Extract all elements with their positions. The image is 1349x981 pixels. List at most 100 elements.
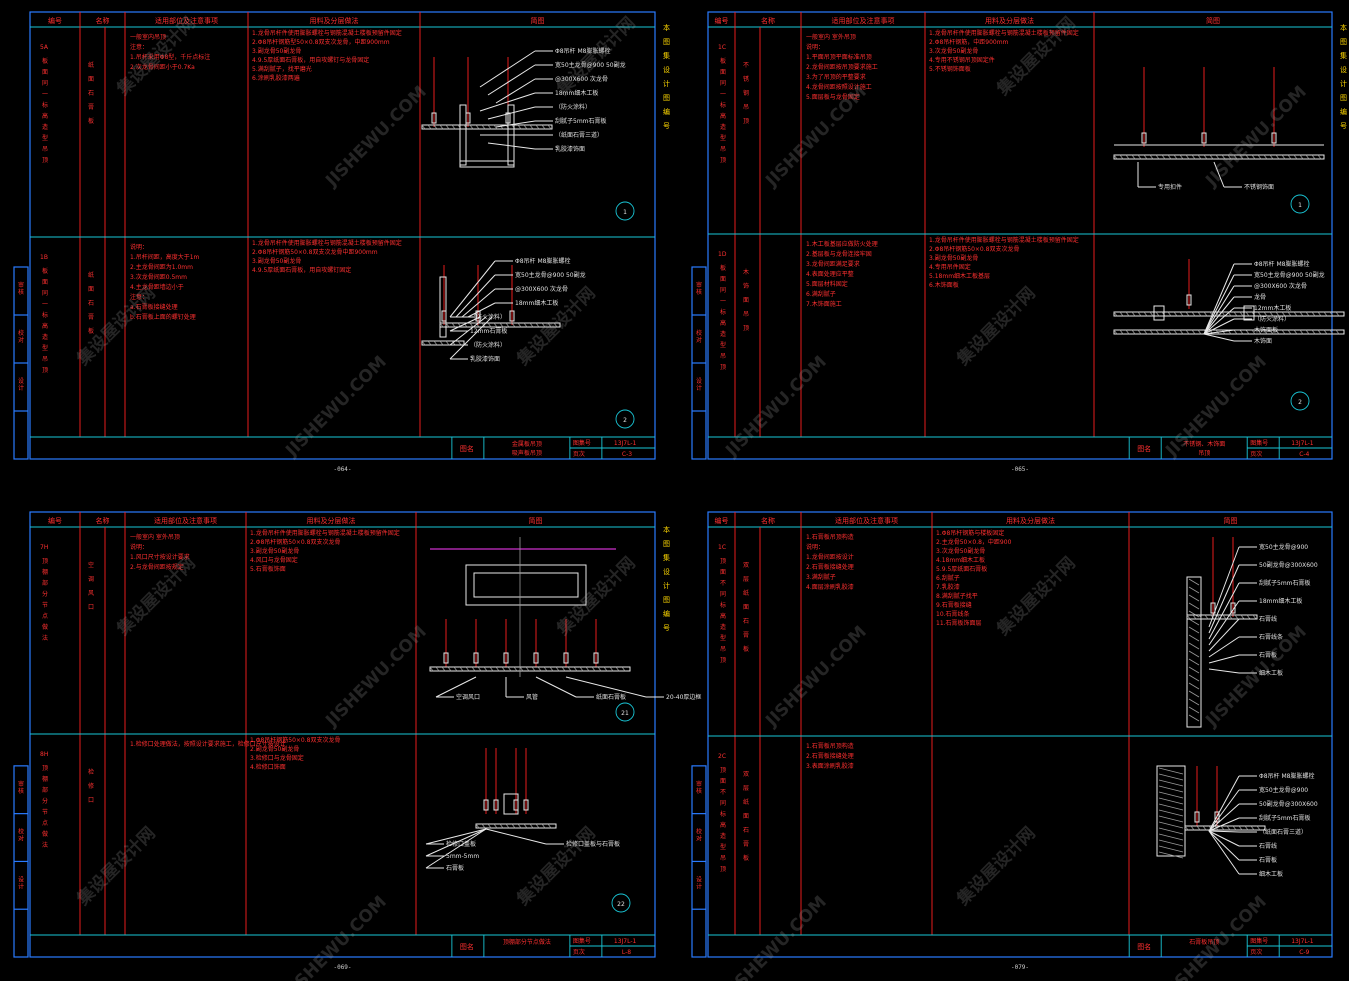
sheet-frame bbox=[707, 11, 1333, 460]
vertical-char: 设 bbox=[18, 875, 24, 883]
row-note: 1.龙骨间距按设计 bbox=[806, 553, 854, 561]
wall-hatch bbox=[1188, 594, 1200, 602]
board-hatch bbox=[1244, 825, 1249, 831]
vertical-char: 面 bbox=[720, 69, 726, 76]
wall-hatch bbox=[1158, 845, 1184, 853]
board-hatch bbox=[1299, 154, 1304, 160]
row-layer: 11.石膏板饰面层 bbox=[936, 619, 982, 627]
board-hatch bbox=[1281, 329, 1286, 335]
board-hatch bbox=[1149, 329, 1154, 335]
leader-line bbox=[1203, 333, 1235, 342]
vertical-char: 审 bbox=[696, 281, 702, 289]
board-hatch bbox=[481, 124, 486, 130]
vertical-char: 面 bbox=[88, 286, 94, 293]
title-label: 图名 bbox=[1137, 444, 1151, 453]
wall-hatch bbox=[1158, 791, 1184, 799]
row-layer: 3.副龙骨50副龙骨 bbox=[250, 547, 299, 555]
row-layer: 2.Φ8吊杆钢筋型50×0.8双支次龙骨，中距900mm bbox=[252, 38, 390, 46]
board-hatch bbox=[1197, 329, 1202, 335]
leader-line bbox=[1208, 564, 1240, 634]
vertical-char: 风 bbox=[88, 590, 94, 597]
board-hatch bbox=[1299, 329, 1304, 335]
vertical-char: 高 bbox=[720, 319, 726, 327]
wall-hatch bbox=[1158, 785, 1184, 793]
stamp-label: 校对 bbox=[18, 828, 24, 843]
vertical-char: 造 bbox=[720, 330, 726, 338]
watermark-text: 集设屋设计网 bbox=[552, 13, 640, 101]
vertical-char: 锈 bbox=[743, 75, 749, 83]
row-name: 检修口 bbox=[88, 768, 94, 804]
hanger-clip bbox=[503, 652, 509, 664]
vertical-char: 高 bbox=[720, 821, 726, 829]
header-cell: 简图 bbox=[1206, 16, 1220, 25]
board-hatch bbox=[441, 666, 446, 672]
vertical-char: 吊 bbox=[720, 855, 726, 862]
watermark-text: JISHEWU.COM bbox=[281, 352, 390, 461]
row-note: 5.面层板与龙骨固定 bbox=[806, 93, 860, 101]
board-hatch bbox=[1143, 311, 1148, 317]
header-cell: 适用部位及注意事项 bbox=[835, 516, 898, 525]
atlas-label: 图集号 bbox=[573, 439, 591, 447]
vertical-char: 计 bbox=[663, 79, 670, 88]
board-hatch bbox=[445, 322, 450, 328]
clip bbox=[1153, 305, 1165, 321]
board-hatch bbox=[487, 124, 492, 130]
leader-line bbox=[455, 274, 496, 318]
watermark-text: JISHEWU.COM bbox=[761, 622, 870, 731]
vertical-char: 板 bbox=[720, 57, 726, 65]
vertical-char: 节 bbox=[42, 808, 48, 816]
board-hatch bbox=[1257, 311, 1262, 317]
wall-hatch bbox=[1188, 666, 1200, 674]
leader-line bbox=[1208, 830, 1240, 833]
board-hatch bbox=[453, 666, 458, 672]
leader-label: 50副龙骨@300X600 bbox=[1259, 800, 1318, 808]
board-hatch bbox=[1190, 825, 1195, 831]
leader-line bbox=[425, 828, 487, 869]
board-hatch bbox=[1250, 825, 1255, 831]
vertical-char: 不 bbox=[720, 789, 726, 796]
row-note: 说明： bbox=[806, 43, 824, 51]
vertical-char: 校 bbox=[696, 828, 702, 836]
row-layer: 4.专用吊件固定 bbox=[929, 263, 971, 271]
detail-number-circle bbox=[615, 201, 635, 221]
hanger-clip bbox=[1271, 132, 1277, 144]
leader-label: 5mm-5mm bbox=[446, 853, 479, 860]
row-layer: 2.Φ8吊杆钢筋50×0.8双支次龙骨 bbox=[929, 245, 1019, 253]
board-hatch bbox=[1198, 614, 1203, 620]
header-cell: 简图 bbox=[1224, 516, 1238, 525]
vent-inner bbox=[473, 572, 579, 598]
board-hatch bbox=[1143, 154, 1148, 160]
board-hatch bbox=[1269, 311, 1274, 317]
board-hatch bbox=[535, 322, 540, 328]
board-hatch bbox=[513, 666, 518, 672]
board-hatch bbox=[445, 340, 450, 346]
vertical-char: 修 bbox=[88, 782, 94, 790]
wall-hatch bbox=[1158, 839, 1184, 847]
row-code: 2C bbox=[718, 753, 726, 760]
title-label: 图名 bbox=[460, 942, 474, 951]
row-layer: 6.涂刷乳胶漆两遍 bbox=[252, 74, 300, 82]
wall-hatch bbox=[1188, 618, 1200, 626]
board-hatch bbox=[1335, 311, 1340, 317]
air-vent bbox=[465, 564, 587, 606]
leader-label: 不锈钢饰面 bbox=[1244, 183, 1274, 191]
row-note: 2.龙骨间距按吊顶要求施工 bbox=[806, 63, 878, 71]
leader-line bbox=[1208, 789, 1240, 832]
board-hatch bbox=[1216, 614, 1221, 620]
board-hatch bbox=[1239, 154, 1244, 160]
page-code: L-8 bbox=[622, 949, 631, 956]
leader-label: 12mm石膏板 bbox=[470, 327, 507, 335]
vertical-char: 型 bbox=[720, 134, 726, 142]
leader-label: @300X600 次龙骨 bbox=[555, 75, 608, 83]
row-note: 1.检修口处理做法，按照设计要求施工，检修口尺寸按设计 bbox=[130, 740, 286, 748]
leader-line bbox=[1208, 817, 1240, 832]
board-hatch bbox=[475, 124, 480, 130]
drawing-sheet-4: 审核校对设计编号名称适用部位及注意事项用料及分层做法简图1C顶面不同标高造型吊顶… bbox=[691, 511, 1333, 971]
row-note: 2.主龙骨间距为1.0mm bbox=[130, 263, 193, 271]
board-hatch bbox=[1113, 311, 1118, 317]
vertical-char: 标 bbox=[720, 101, 726, 109]
leader-label: Φ8吊杆 M8膨胀螺栓 bbox=[555, 47, 610, 55]
row-note: 1.吊杆间距，高度大于1m bbox=[130, 253, 200, 261]
